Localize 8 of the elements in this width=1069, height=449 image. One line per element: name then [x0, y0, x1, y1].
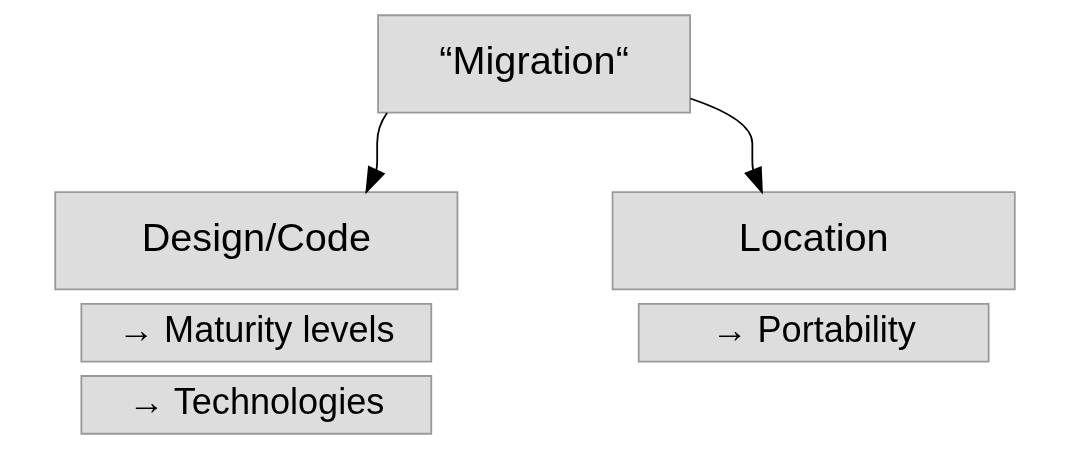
- node-box: → Maturity levels: [79, 302, 432, 363]
- node-box: → Portability: [637, 302, 990, 363]
- node-box: Location: [611, 191, 1016, 291]
- node-box: “Migration“: [376, 14, 691, 114]
- node-box: Design/Code: [53, 191, 458, 291]
- arrow: [364, 112, 388, 195]
- node-box: → Technologies: [79, 375, 432, 435]
- arrow: [689, 97, 763, 195]
